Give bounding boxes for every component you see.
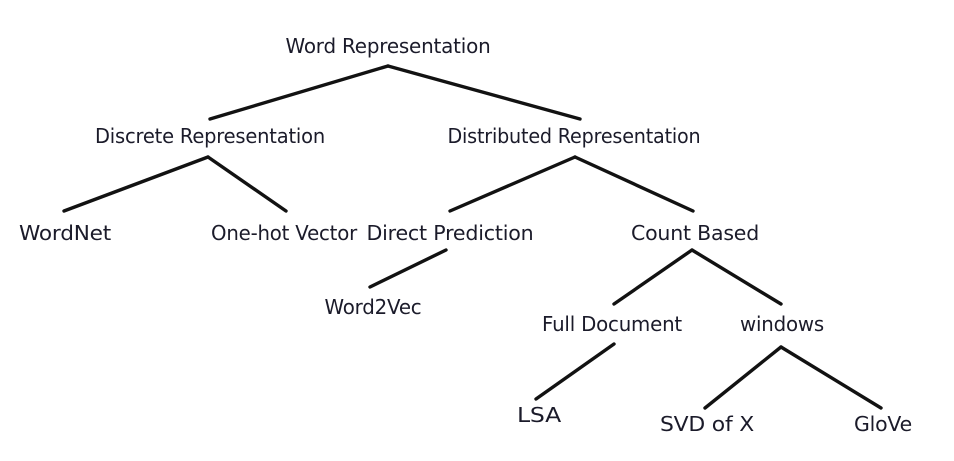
node-windows: windows — [740, 312, 824, 336]
node-one-hot-vector: One-hot Vector — [211, 221, 358, 245]
edge-count-windows — [690, 248, 783, 306]
edge-direct-word2vec — [368, 248, 448, 289]
node-count-based: Count Based — [631, 221, 759, 245]
node-lsa: LSA — [517, 403, 561, 427]
edge-distributed-direct — [448, 155, 577, 213]
node-word2vec: Word2Vec — [325, 295, 422, 319]
edge-fulldocument-lsa — [534, 342, 616, 401]
node-glove: GloVe — [854, 412, 912, 436]
node-wordnet: WordNet — [19, 221, 111, 245]
edge-windows-svd — [703, 345, 783, 410]
node-label-group: Word Representation Discrete Representat… — [19, 34, 912, 436]
node-svd-of-x: SVD of X — [660, 412, 754, 436]
edge-group — [62, 64, 883, 410]
node-full-document: Full Document — [542, 312, 682, 336]
edge-count-fulldocument — [612, 248, 694, 306]
edge-discrete-onehot — [206, 155, 288, 213]
node-distributed-representation: Distributed Representation — [448, 124, 701, 148]
edge-windows-glove — [779, 345, 883, 410]
edge-root-distributed — [386, 64, 582, 121]
edge-distributed-count — [573, 155, 695, 213]
node-discrete-representation: Discrete Representation — [95, 124, 325, 148]
node-word-representation: Word Representation — [286, 34, 491, 58]
edge-root-discrete — [208, 64, 390, 121]
edge-discrete-wordnet — [62, 155, 210, 213]
node-direct-prediction: Direct Prediction — [367, 221, 534, 245]
